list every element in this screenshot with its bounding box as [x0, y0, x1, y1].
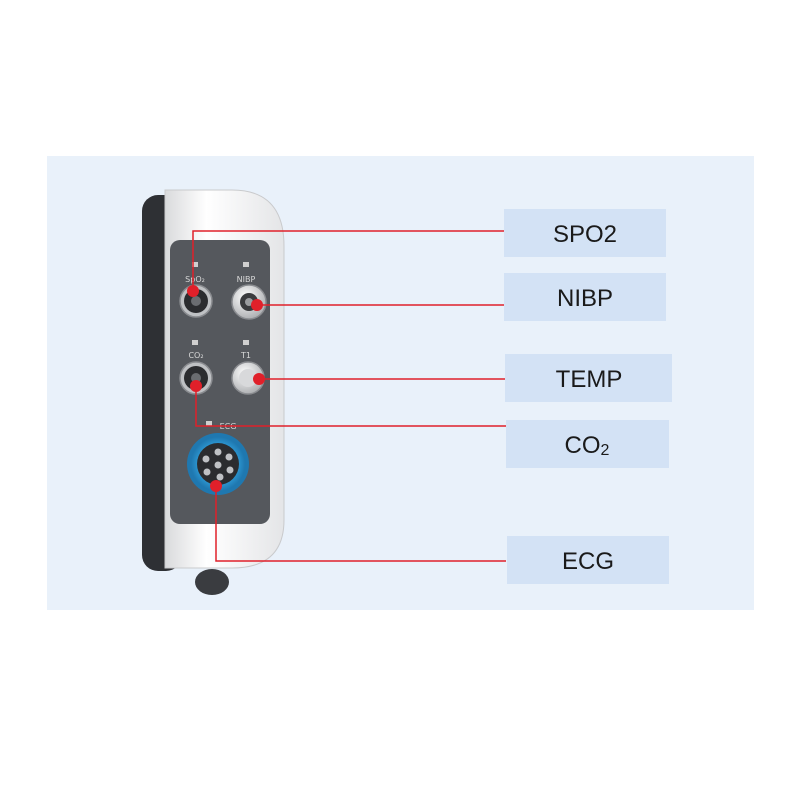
co2-callout-label: CO2: [565, 432, 610, 459]
spo2-callout-box: [504, 209, 666, 257]
ecg-indicator: [206, 421, 212, 426]
temp-callout-label: TEMP: [556, 366, 623, 393]
co2-connector: [179, 361, 213, 395]
nibp-indicator: [243, 262, 249, 267]
ecg-callout-label: ECG: [562, 548, 614, 575]
co2-indicator: [192, 340, 198, 345]
temp-callout-box: [505, 354, 672, 402]
connection-dots: [187, 285, 265, 492]
leader-lines: [192, 230, 506, 562]
ecg-connector: [187, 433, 249, 495]
ecg-leader: [215, 485, 506, 562]
co2-callout-box: [506, 420, 669, 468]
temp-connector: [231, 361, 265, 395]
spo2-indicator: [192, 262, 198, 267]
ecg-callout-box: [507, 536, 669, 584]
spo2-port-label: SpO₂: [185, 275, 205, 284]
port-indicators: [192, 262, 249, 426]
t1-indicator: [243, 340, 249, 345]
callout-boxes: [504, 209, 672, 584]
ecg-dot: [210, 480, 222, 492]
co2-port-label: CO₂: [188, 351, 203, 360]
co2-callout-main: CO: [565, 432, 601, 459]
co2-leader: [195, 385, 506, 427]
spo2-dot: [187, 285, 199, 297]
temp-dot: [253, 373, 265, 385]
nibp-callout-box: [504, 273, 666, 321]
t1-port-label: T1: [240, 351, 251, 360]
nibp-dot: [251, 299, 263, 311]
monitor-module: [142, 189, 285, 595]
spo2-callout-label: SPO2: [553, 221, 617, 248]
co2-callout-subscript: 2: [601, 442, 610, 459]
module-foot: [195, 569, 229, 595]
co2-dot: [190, 380, 202, 392]
spo2-leader: [192, 230, 506, 290]
nibp-callout-label: NIBP: [557, 285, 613, 312]
nibp-port-label: NIBP: [237, 275, 256, 284]
